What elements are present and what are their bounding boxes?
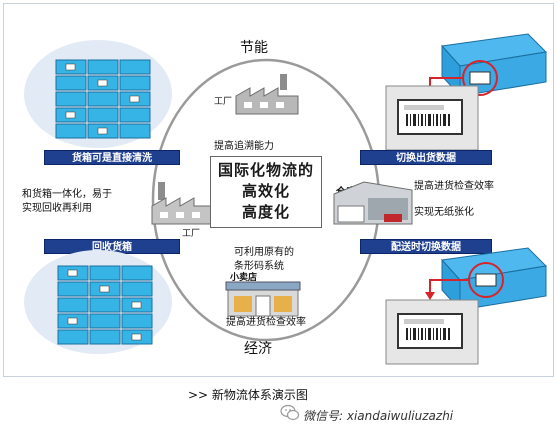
reuse-text-2: 实现回收再利用 — [22, 203, 92, 214]
switch-shipping-data-bar: 切换出货数据 — [360, 150, 492, 165]
central-goal-line2: 高效化 — [241, 182, 290, 200]
economy-label: 经济 — [244, 341, 272, 357]
crate-stack-bottom-icon — [24, 250, 172, 354]
central-goal-box: 国际化物流的 高效化 高度化 — [210, 156, 322, 228]
switch-delivery-data-bar: 配送时切换数据 — [360, 239, 492, 254]
store-label: 小卖店 — [230, 273, 258, 283]
crate-washable-bar: 货箱可是直接清洗 — [44, 150, 180, 165]
central-goal-line1: 国际化物流的 — [217, 161, 314, 179]
traceability-text: 提高追溯能力 — [214, 141, 274, 152]
crate-stack-top-icon — [24, 40, 172, 148]
factory-top-label: 工厂 — [214, 97, 233, 107]
barcode-system-text-1: 可利用原有的 — [234, 247, 294, 258]
wechat-account: 微信号: xiandaiwuliuzazhi — [303, 409, 454, 423]
store-icon — [225, 281, 301, 317]
paperless-text: 实现无纸张化 — [414, 207, 474, 218]
factory-left-label: 工厂 — [182, 229, 201, 239]
inspection-efficiency-text-2: 提高进货检查效率 — [226, 317, 306, 328]
barcode-system-text-2: 条形码系统 — [234, 261, 284, 272]
energy-saving-label: 节能 — [240, 40, 268, 56]
warehouse-icon — [333, 181, 413, 225]
wechat-icon — [280, 404, 300, 421]
inspection-efficiency-text-1: 提高进货检查效率 — [414, 181, 494, 192]
figure-caption: >> 新物流体系演示图 — [188, 388, 308, 402]
tray-bottom-icon — [385, 247, 548, 365]
factory-top-icon — [235, 74, 299, 115]
central-goal-line3: 高度化 — [241, 203, 290, 221]
tray-top-icon — [385, 33, 548, 151]
reuse-text-1: 和货箱一体化，易于 — [22, 189, 112, 200]
